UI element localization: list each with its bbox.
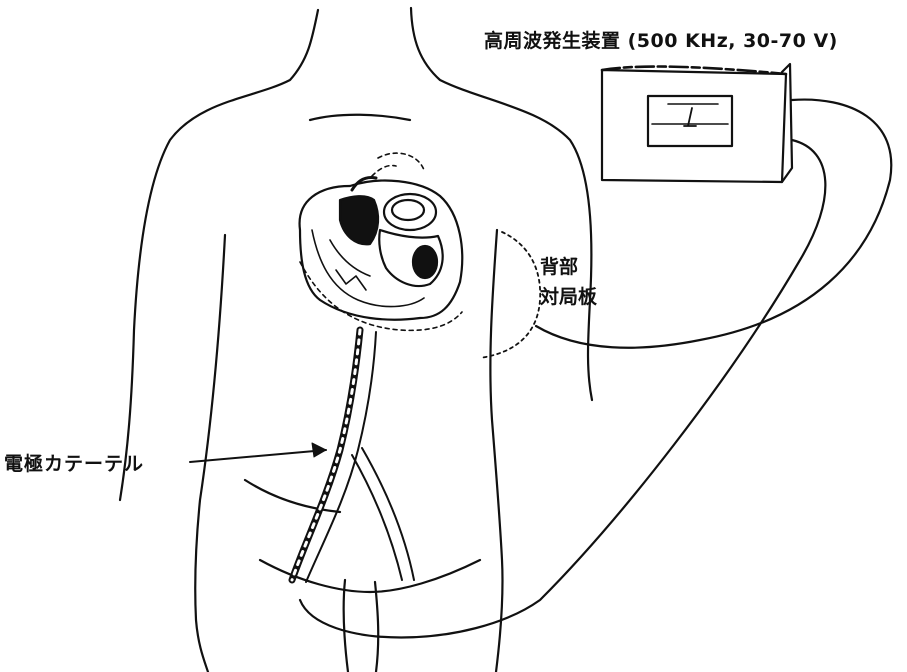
generator-label: 高周波発生装置 (500 KHz, 30-70 V) [484, 26, 838, 53]
back-pad-label-line2: 対局板 [540, 282, 597, 312]
back-pad-label-line1: 背部 [540, 252, 597, 282]
catheter-label: 電極カテーテル [4, 449, 144, 476]
catheter-arrow [190, 443, 326, 462]
back-pad-label: 背部 対局板 [540, 252, 597, 312]
generator-box [602, 64, 792, 182]
electrode-catheter-drawing [292, 330, 414, 582]
heart-drawing [300, 153, 463, 330]
back-pad-outline [480, 232, 540, 358]
